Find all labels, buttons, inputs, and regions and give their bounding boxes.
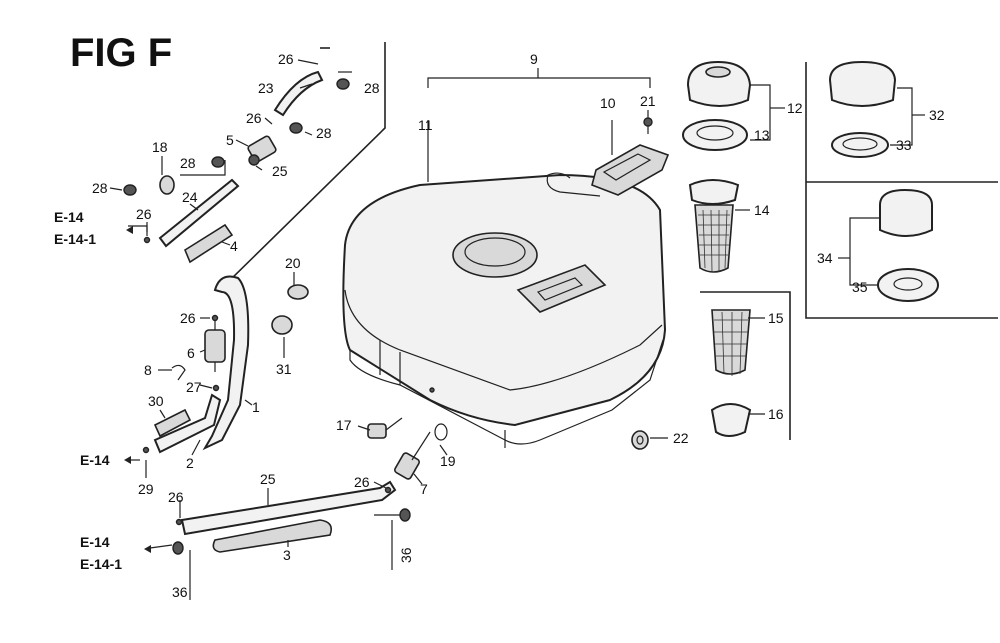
part-label-16: 16 <box>768 406 784 422</box>
part-label-2: 2 <box>186 455 194 471</box>
fuel-strainer <box>688 179 740 273</box>
part-label-33: 33 <box>896 137 912 153</box>
part-label-31: 31 <box>276 361 292 377</box>
part-label-26-c: 26 <box>180 310 196 326</box>
fuel-cock <box>394 423 448 480</box>
part-label-4: 4 <box>230 238 238 254</box>
part-number-labels: 1 2 3 4 5 6 7 8 9 10 11 12 13 14 15 16 1… <box>92 51 945 600</box>
fuel-hose-1 <box>202 275 250 451</box>
part-label-36-a: 36 <box>398 547 414 563</box>
part-label-6: 6 <box>187 345 195 361</box>
fuel-filter <box>204 320 226 372</box>
fuel-tank <box>342 173 667 448</box>
part-label-15: 15 <box>768 310 784 326</box>
part-label-25: 25 <box>260 471 276 487</box>
strainer-cup <box>710 403 752 437</box>
strainer-alt-frame <box>700 291 791 440</box>
hose-group-frame <box>224 42 386 286</box>
part-label-28-c: 28 <box>180 155 196 171</box>
hose-23 <box>273 70 324 117</box>
part-label-26-f: 26 <box>168 489 184 505</box>
part-label-34: 34 <box>817 250 833 266</box>
part-label-26-a: 26 <box>278 51 294 67</box>
part-label-24: 24 <box>182 189 198 205</box>
fuel-tank-cap <box>682 60 752 151</box>
part-label-11: 11 <box>418 117 433 133</box>
cap-option-b <box>877 188 939 302</box>
part-label-26-e: 26 <box>354 474 370 490</box>
hose-clips <box>123 78 411 555</box>
cross-reference-labels: E-14 E-14-1 E-14 E-14 E-14-1 <box>54 209 122 572</box>
cap-option-frame <box>805 62 998 319</box>
part-label-17: 17 <box>336 417 352 433</box>
part-label-10: 10 <box>600 95 616 111</box>
part-label-28-a: 28 <box>364 80 380 96</box>
fuel-hose-3 <box>212 519 333 553</box>
fuel-valve <box>247 135 277 166</box>
ref-e14-c: E-14 <box>80 534 110 550</box>
part-label-26-d: 26 <box>136 206 152 222</box>
fuel-hose-25 <box>180 480 397 536</box>
ref-e14-b: E-14 <box>80 452 110 468</box>
part-label-28-d: 28 <box>92 180 108 196</box>
part-label-22: 22 <box>673 430 689 446</box>
part-label-3: 3 <box>283 547 291 563</box>
hose-30 <box>153 408 192 438</box>
ref-e14-a: E-14 <box>54 209 84 225</box>
part-label-35: 35 <box>852 279 868 295</box>
grommet <box>631 430 649 450</box>
part-label-25-a: 25 <box>272 163 288 179</box>
part-label-36-b: 36 <box>172 584 188 600</box>
part-label-9: 9 <box>530 51 538 67</box>
part-label-30: 30 <box>148 393 164 409</box>
part-label-13: 13 <box>754 127 770 143</box>
leader-lines <box>109 59 925 600</box>
part-label-19: 19 <box>440 453 456 469</box>
cap-option-a <box>828 60 897 158</box>
part-label-12: 12 <box>787 100 803 116</box>
part-label-32: 32 <box>929 107 945 123</box>
ref-e14-1-b: E-14-1 <box>80 556 122 572</box>
part-label-27: 27 <box>186 379 202 395</box>
part-label-7: 7 <box>420 481 428 497</box>
hose-24 <box>158 178 240 248</box>
part-label-14: 14 <box>754 202 770 218</box>
part-label-26-b: 26 <box>246 110 262 126</box>
part-label-21: 21 <box>640 93 656 109</box>
hose-4 <box>184 223 234 264</box>
part-label-8: 8 <box>144 362 152 378</box>
fuel-hose-2 <box>153 393 222 454</box>
filter-screen <box>711 309 751 376</box>
part-label-20: 20 <box>285 255 301 271</box>
part-label-1: 1 <box>252 399 260 415</box>
ref-e14-1-a: E-14-1 <box>54 231 96 247</box>
part-label-5: 5 <box>226 132 234 148</box>
part-label-29: 29 <box>138 481 154 497</box>
part-label-28-b: 28 <box>316 125 332 141</box>
fuel-gauge <box>546 117 670 197</box>
drain-bolt <box>367 417 403 439</box>
part-label-23: 23 <box>258 80 274 96</box>
part-label-18: 18 <box>152 139 168 155</box>
figure-title: FIG F <box>70 31 172 75</box>
